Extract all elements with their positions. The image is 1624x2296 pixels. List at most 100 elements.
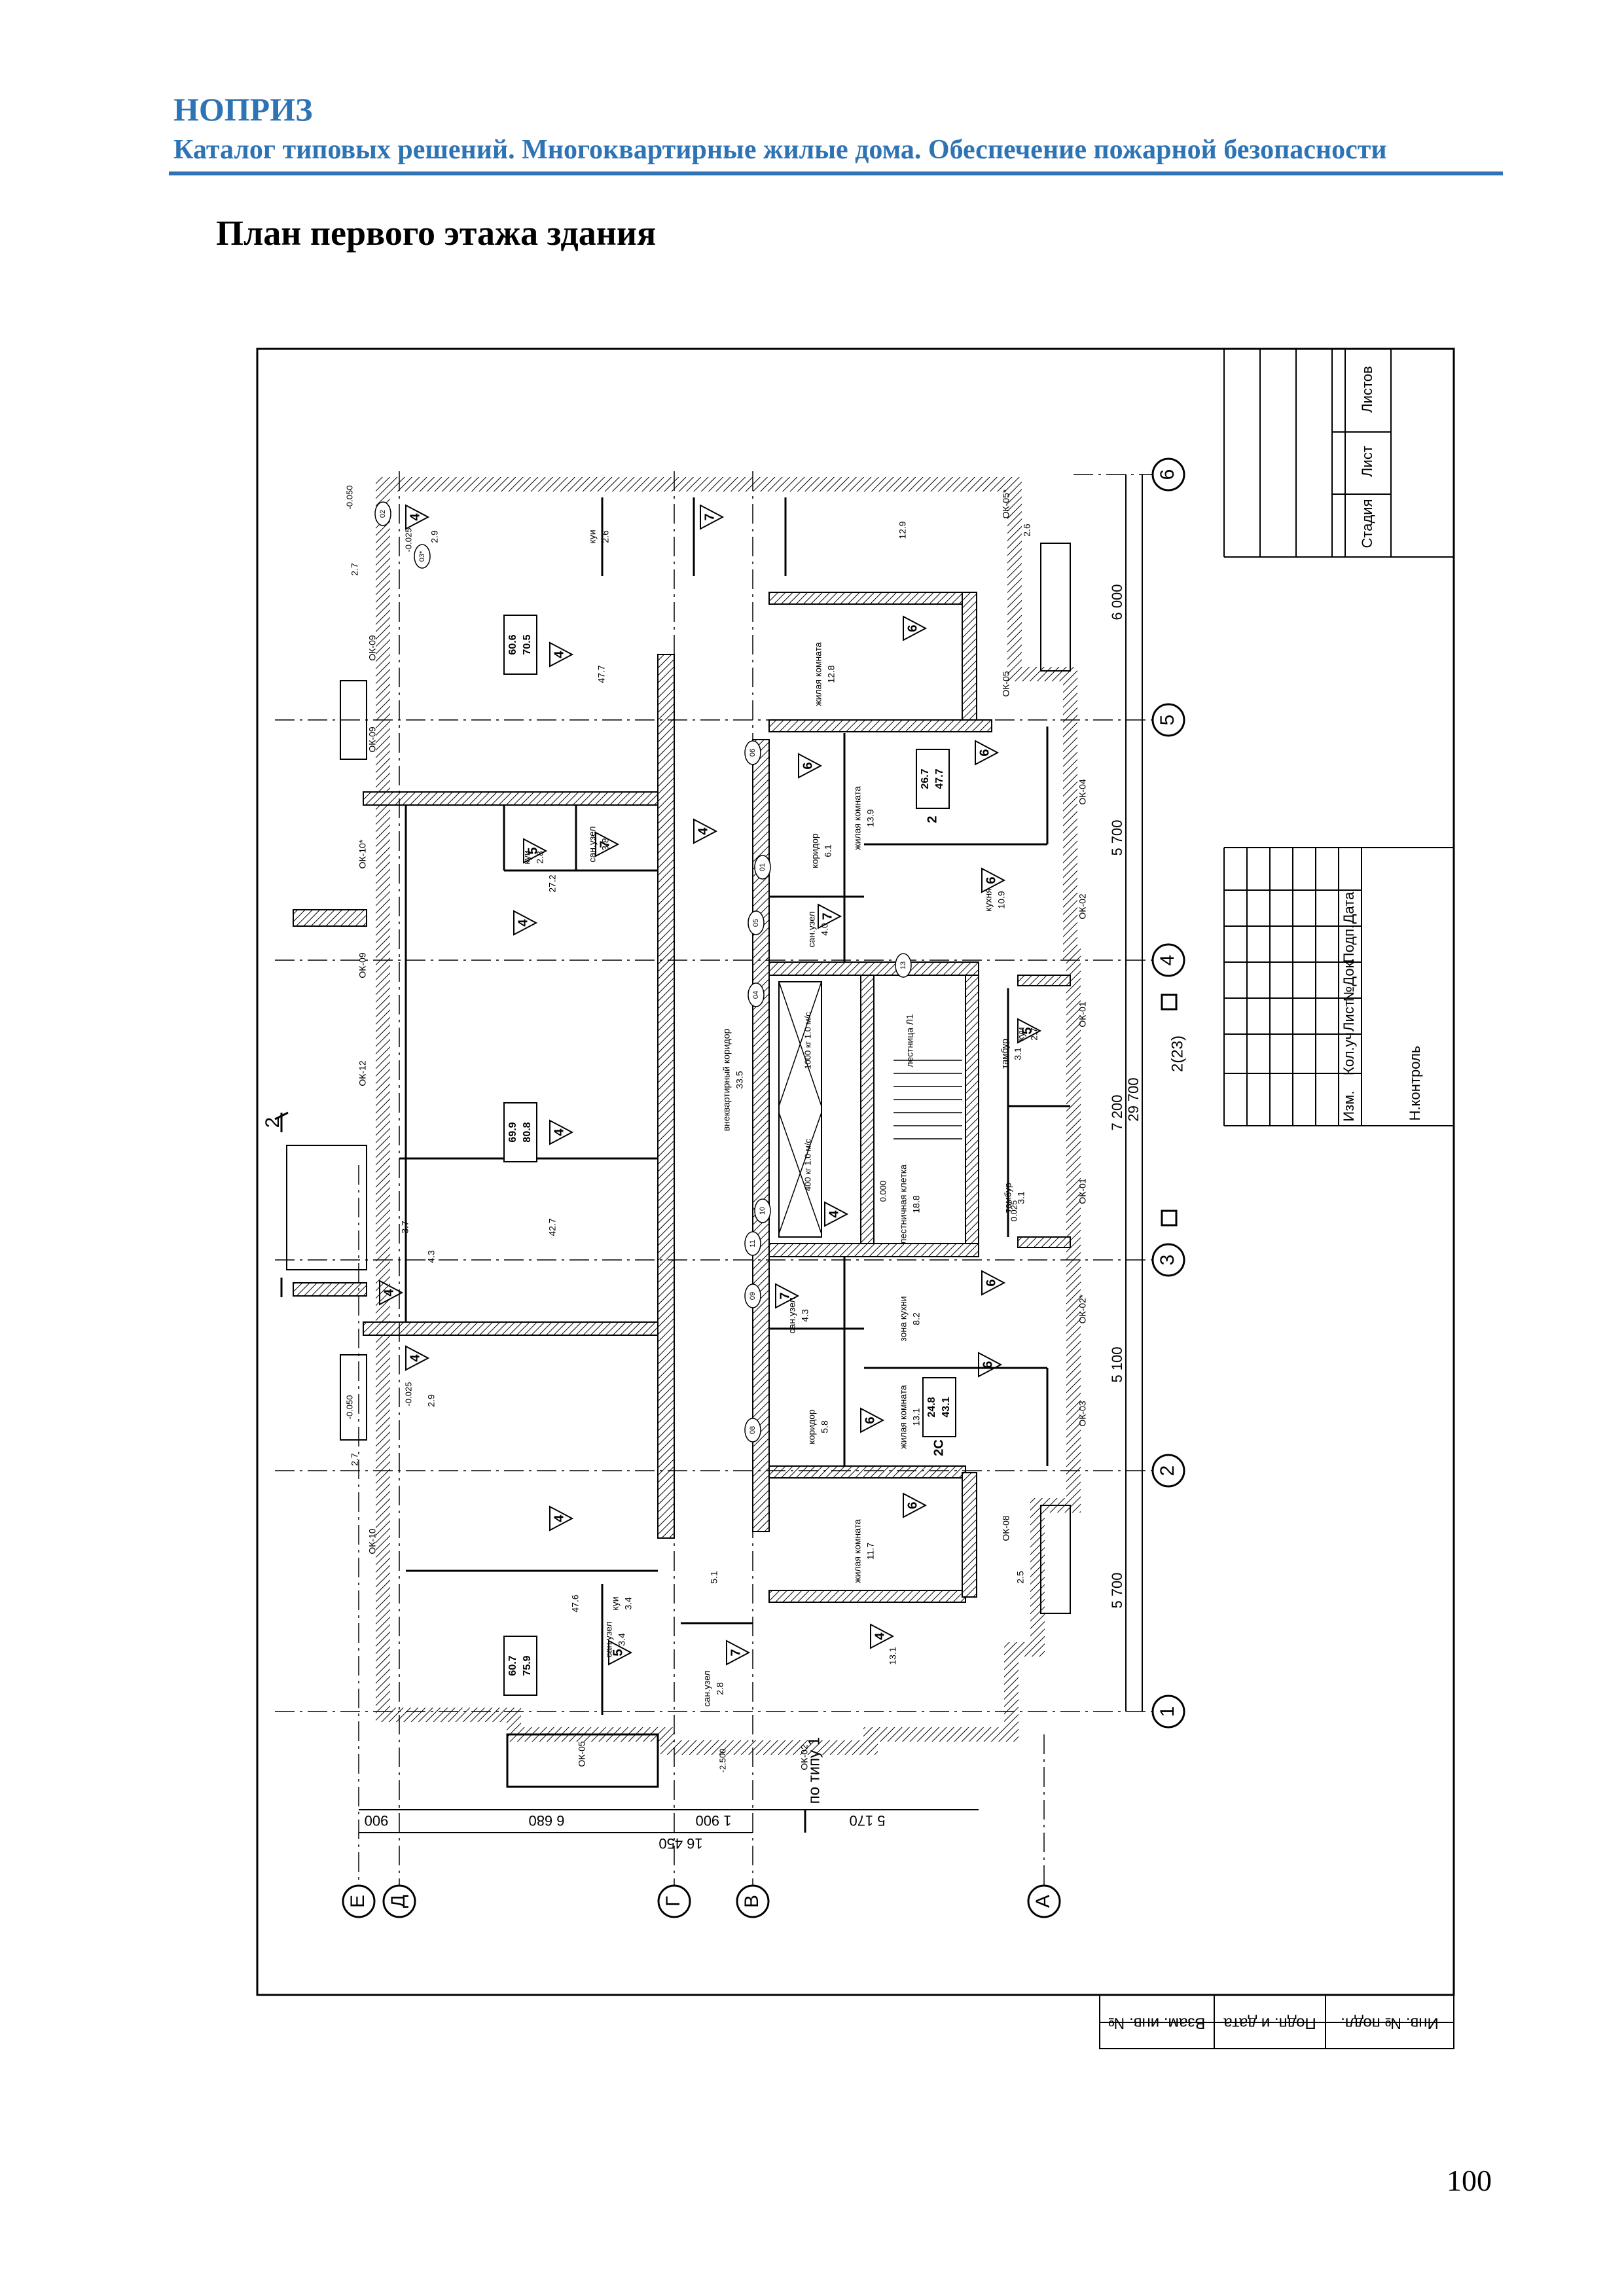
room-area: 10.9 bbox=[996, 891, 1007, 908]
room-name: тамбур bbox=[1003, 1183, 1013, 1213]
area-value: 47.7 bbox=[596, 665, 607, 683]
org-name: НОПРИЗ bbox=[173, 91, 313, 128]
window-mark: ОК-09 bbox=[367, 726, 378, 752]
room-marker-number: 4 bbox=[552, 1515, 566, 1522]
side-stamp-cell: Подп. и дата bbox=[1223, 2015, 1316, 2032]
window-mark: ОК-04 bbox=[1077, 779, 1088, 804]
room-marker-number: 4 bbox=[696, 827, 710, 835]
room-marker bbox=[379, 1280, 404, 1306]
axis-bubble bbox=[1151, 1454, 1185, 1488]
area-value: 4.3 bbox=[426, 1250, 437, 1263]
room-marker bbox=[1017, 1018, 1042, 1044]
title-block-cell: Изм. bbox=[1341, 1090, 1357, 1121]
title-block-cell: Стадия bbox=[1359, 499, 1375, 548]
room-marker-number: 7 bbox=[778, 1292, 792, 1299]
door-tag-number: 08 bbox=[749, 1426, 757, 1434]
room-name: куи bbox=[587, 529, 598, 543]
room-name: кухня bbox=[983, 888, 994, 912]
area-value: 2.9 bbox=[429, 530, 440, 543]
dimension-right: 6 000 bbox=[1109, 584, 1125, 620]
room-marker-number: 6 bbox=[863, 1416, 877, 1424]
room-marker bbox=[608, 1640, 633, 1666]
door-tag-number: 13 bbox=[899, 961, 907, 969]
axis-number: 6 bbox=[1157, 469, 1178, 480]
apartment-type: 2С bbox=[931, 1439, 946, 1456]
apartment-tag bbox=[503, 1636, 537, 1696]
room-marker-number: 6 bbox=[977, 749, 992, 756]
window-mark: ОК-02 bbox=[1077, 893, 1088, 919]
door-tag bbox=[744, 1283, 761, 1308]
level-mark: 0.000 bbox=[878, 1181, 888, 1202]
room-area: 2.8 bbox=[715, 1682, 725, 1695]
door-tag bbox=[744, 740, 761, 765]
title-block-bottom bbox=[1223, 847, 1454, 1126]
dimension-right: 5 700 bbox=[1109, 1572, 1125, 1608]
header-rule bbox=[169, 171, 1503, 175]
room-area: 2.6 bbox=[600, 530, 611, 543]
area-value: 2.7 bbox=[350, 1453, 360, 1466]
room-marker bbox=[824, 1201, 849, 1227]
section-reference: 2(23) bbox=[1168, 1035, 1186, 1072]
room-name: жилая комната bbox=[898, 1385, 909, 1449]
room-marker-number: 5 bbox=[611, 1649, 625, 1656]
window-mark: ОК-02 bbox=[799, 1744, 810, 1770]
side-stamp-cell: Взам. инв. № bbox=[1108, 2015, 1206, 2032]
room-area: 3.4 bbox=[623, 1597, 634, 1610]
room-marker bbox=[549, 1119, 574, 1145]
axis-bubble bbox=[736, 1884, 770, 1918]
dimension-right: 5 100 bbox=[1109, 1346, 1125, 1382]
room-name: куи bbox=[610, 1596, 621, 1610]
room-area: 13.1 bbox=[911, 1408, 922, 1426]
room-area: 3.8 bbox=[600, 838, 611, 851]
room-area: 11.7 bbox=[865, 1543, 876, 1560]
dimension-right: 7 200 bbox=[1109, 1094, 1125, 1130]
door-tag-number: 09 bbox=[749, 1292, 757, 1300]
level-mark: -0.050 bbox=[344, 486, 354, 510]
room-marker bbox=[775, 1283, 800, 1309]
room-name: коридор bbox=[810, 833, 820, 869]
door-tag-number: 03* bbox=[418, 550, 426, 562]
room-name: жилая комната bbox=[813, 642, 823, 706]
room-area: 18.8 bbox=[911, 1195, 922, 1213]
door-tag-number: 04 bbox=[752, 991, 760, 999]
room-area: 8.2 bbox=[911, 1312, 922, 1325]
room-area: 13.9 bbox=[865, 809, 876, 827]
area-value: 2.6 bbox=[1022, 524, 1032, 537]
side-stamp-cell: Инв. № подл. bbox=[1341, 2015, 1439, 2032]
level-mark: -0.050 bbox=[344, 1395, 354, 1420]
dimension-right: 5 700 bbox=[1109, 819, 1125, 855]
room-marker-number: 7 bbox=[729, 1649, 743, 1656]
room-marker bbox=[870, 1623, 895, 1649]
dimension-bottom: 900 bbox=[365, 1812, 389, 1829]
apartment-living-area: 60.6 bbox=[507, 634, 518, 655]
room-marker-number: 4 bbox=[382, 1289, 396, 1297]
door-tag bbox=[748, 910, 765, 935]
room-name: лестничная клетка bbox=[898, 1164, 909, 1244]
axis-bubble bbox=[1151, 943, 1185, 977]
door-tag bbox=[754, 1198, 771, 1223]
window-mark: ОК-08 bbox=[1001, 1515, 1011, 1541]
dimension-bottom: 16 450 bbox=[659, 1835, 702, 1852]
room-marker-number: 4 bbox=[552, 1128, 566, 1136]
room-marker bbox=[818, 903, 842, 929]
apartment-living-area: 60.7 bbox=[507, 1655, 518, 1676]
room-marker bbox=[903, 615, 928, 641]
room-marker-number: 6 bbox=[905, 624, 920, 632]
room-name: сан.узел bbox=[587, 826, 598, 862]
door-tag-number: 01 bbox=[759, 863, 767, 871]
apartment-tag bbox=[922, 1377, 956, 1437]
area-value: 27.2 bbox=[547, 874, 558, 892]
dimension-lines bbox=[359, 475, 1143, 1833]
axis-number: 5 bbox=[1157, 715, 1178, 726]
room-area: 5.8 bbox=[820, 1420, 830, 1433]
room-marker bbox=[903, 1492, 928, 1518]
room-marker-number: 6 bbox=[984, 1279, 998, 1286]
window-mark: ОК-01 bbox=[1077, 1001, 1088, 1027]
door-tag-number: 05 bbox=[752, 919, 760, 927]
room-marker bbox=[523, 838, 548, 864]
room-area: 3.1 bbox=[1013, 1047, 1023, 1060]
room-name: жилая комната bbox=[852, 1519, 863, 1583]
